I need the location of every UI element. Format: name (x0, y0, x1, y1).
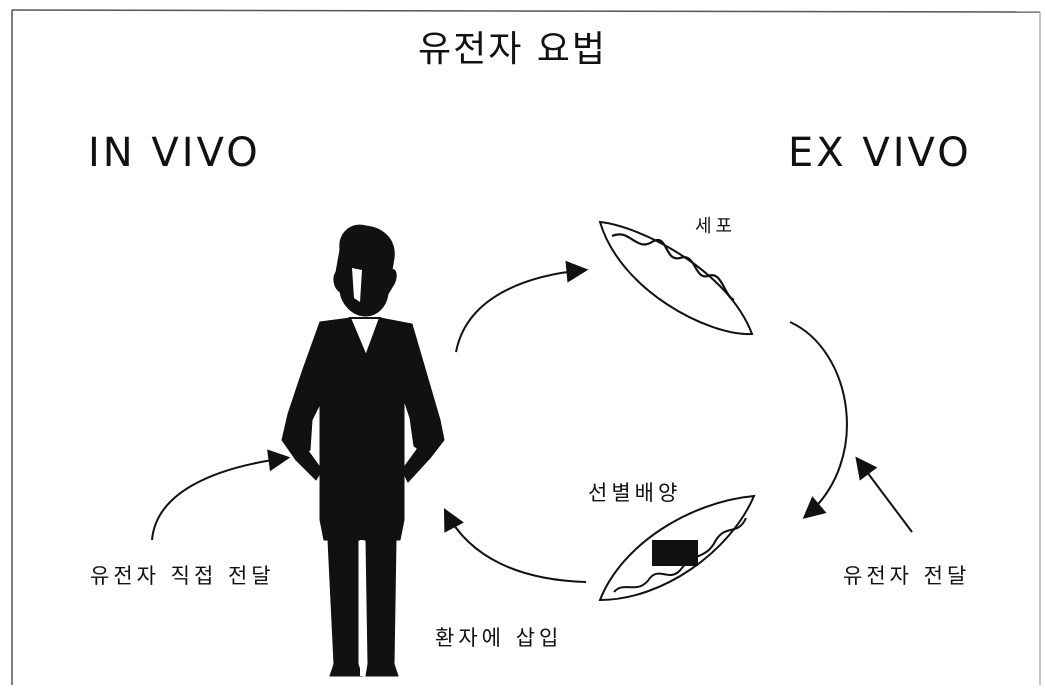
cell-upper (598, 220, 754, 336)
gene-transfer-label: 유전자 전달 (843, 564, 971, 588)
ex-vivo-heading: EX VIVO (788, 130, 972, 176)
in-vivo-heading: IN VIVO (88, 130, 261, 176)
insert-patient-label: 환자에 삽입 (435, 626, 563, 650)
head (333, 224, 397, 317)
arrow-gene-transfer (855, 456, 913, 533)
arrow-extract-cells (455, 260, 589, 353)
diagram-title: 유전자 요법 (418, 29, 608, 70)
direct-delivery-label: 유전자 직접 전달 (90, 564, 275, 588)
torso (281, 317, 445, 541)
right-leg (365, 539, 399, 677)
cell-lower (598, 494, 756, 602)
cell-label: 세포 (695, 216, 737, 237)
arrow-culture (789, 321, 848, 519)
arrow-insert-patient (443, 508, 587, 583)
selected-gene-block (652, 540, 698, 566)
frame-top-border (11, 9, 1041, 13)
arrow-direct-delivery (151, 449, 291, 541)
left-leg (327, 539, 363, 677)
patient-figure (281, 224, 445, 677)
selective-culture-label: 선별배양 (588, 481, 682, 505)
